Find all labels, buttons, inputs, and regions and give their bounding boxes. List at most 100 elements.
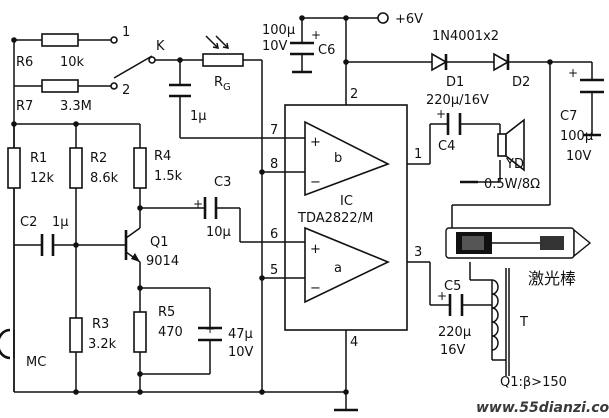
svg-text:+: + bbox=[436, 107, 446, 121]
resistor-r1 bbox=[7, 147, 21, 189]
ic-pin-3: 3 bbox=[414, 245, 422, 260]
ic-pin-7: 7 bbox=[270, 123, 278, 138]
microphone-icon bbox=[0, 328, 15, 360]
cap-47u-value1: 47μ bbox=[228, 327, 253, 342]
r2-ref: R2 bbox=[90, 151, 107, 166]
q1-ref: Q1 bbox=[150, 235, 169, 250]
r3-ref: R3 bbox=[92, 317, 109, 332]
polarity-marks: + + + + + + bbox=[193, 28, 578, 336]
svg-text:+: + bbox=[310, 242, 321, 257]
c6-value1: 100μ bbox=[262, 23, 295, 38]
light-arrows-icon bbox=[205, 35, 229, 49]
svg-text:+: + bbox=[568, 66, 578, 80]
cap-1u-value: 1μ bbox=[190, 109, 207, 124]
ic-pin-2: 2 bbox=[350, 87, 358, 102]
ic-pin-6: 6 bbox=[270, 227, 278, 242]
c7-value2: 10V bbox=[566, 149, 592, 164]
switch-contact-1 bbox=[110, 36, 118, 44]
diode-d2 bbox=[493, 52, 516, 72]
switch-contact-2 bbox=[110, 82, 118, 90]
mc-ref: MC bbox=[26, 355, 46, 370]
transistor-q1 bbox=[124, 227, 141, 263]
c2-value: 1μ bbox=[52, 215, 69, 230]
resistor-r5 bbox=[133, 311, 147, 353]
capacitor-c4 bbox=[446, 113, 462, 135]
r7-ref: R7 bbox=[16, 99, 33, 114]
r7-value: 3.3M bbox=[60, 99, 92, 114]
q1-part: 9014 bbox=[146, 254, 179, 269]
watermark: www.55dianzi.com bbox=[476, 400, 609, 416]
svg-text:−: − bbox=[310, 175, 321, 190]
k-pos1: 1 bbox=[122, 25, 130, 40]
svg-text:+: + bbox=[311, 28, 321, 42]
r4-value: 1.5k bbox=[154, 169, 183, 184]
resistor-r7 bbox=[41, 79, 79, 93]
svg-text:−: − bbox=[310, 281, 321, 296]
r1-ref: R1 bbox=[30, 151, 47, 166]
ic-part: TDA2822/M bbox=[297, 211, 373, 226]
c4-ref: C4 bbox=[438, 139, 455, 154]
k-ref: K bbox=[156, 39, 165, 54]
r1-value: 12k bbox=[30, 171, 55, 186]
ic-pin-5: 5 bbox=[270, 263, 278, 278]
resistor-r6 bbox=[41, 33, 79, 47]
r5-ref: R5 bbox=[158, 305, 175, 320]
resistor-r4 bbox=[133, 147, 147, 189]
c4-value: 220μ/16V bbox=[426, 93, 489, 108]
capacitor-47u bbox=[198, 326, 222, 342]
resistor-rg bbox=[202, 53, 244, 67]
r5-value: 470 bbox=[158, 325, 183, 340]
supply-terminal bbox=[377, 12, 389, 24]
c2-ref: C2 bbox=[20, 215, 37, 230]
supply-label: +6V bbox=[395, 12, 423, 27]
capacitor-c7 bbox=[580, 78, 604, 122]
capacitor-c2 bbox=[40, 234, 55, 256]
resistor-r2 bbox=[69, 147, 83, 189]
r2-value: 8.6k bbox=[90, 171, 119, 186]
diode-part: 1N4001x2 bbox=[432, 29, 499, 44]
k-pos2: 2 bbox=[122, 83, 130, 98]
amp-b bbox=[304, 120, 390, 197]
junction-dots bbox=[11, 15, 553, 395]
svg-text:+: + bbox=[437, 289, 447, 303]
ic-pin-4: 4 bbox=[350, 335, 358, 350]
note-beta: Q1:β>150 bbox=[500, 375, 567, 390]
c3-ref: C3 bbox=[214, 175, 231, 190]
amp-a-label: a bbox=[334, 261, 342, 276]
rg-ref: RG bbox=[214, 75, 231, 93]
capacitor-c5 bbox=[448, 294, 464, 316]
capacitor-1u-top bbox=[169, 83, 191, 98]
switch-common bbox=[148, 56, 156, 64]
svg-text:+: + bbox=[205, 322, 215, 336]
amp-a bbox=[304, 226, 390, 304]
resistor-r3 bbox=[69, 317, 83, 353]
c6-value2: 10V bbox=[262, 39, 288, 54]
ic-ref: IC bbox=[340, 194, 353, 209]
c6-ref: C6 bbox=[318, 43, 335, 58]
transformer-ref: T bbox=[519, 315, 528, 330]
c5-value1: 220μ bbox=[438, 325, 471, 340]
amp-b-label: b bbox=[334, 151, 342, 166]
yd-ref: YD bbox=[505, 157, 524, 172]
c3-value: 10μ bbox=[206, 225, 231, 240]
d1-ref: D1 bbox=[446, 75, 464, 90]
r4-ref: R4 bbox=[154, 149, 171, 164]
c5-value2: 16V bbox=[440, 343, 466, 358]
svg-text:+: + bbox=[310, 135, 321, 150]
transformer-t bbox=[491, 268, 510, 376]
cap-47u-value2: 10V bbox=[228, 345, 254, 360]
c5-ref: C5 bbox=[444, 279, 461, 294]
r3-value: 3.2k bbox=[88, 337, 117, 352]
ic-pin-1: 1 bbox=[414, 147, 422, 162]
diode-d1 bbox=[422, 52, 494, 72]
laser-label: 激光棒 bbox=[528, 269, 576, 288]
c7-value1: 100μ bbox=[560, 129, 593, 144]
ic-pin-8: 8 bbox=[270, 157, 278, 172]
r6-value: 10k bbox=[60, 55, 85, 70]
c7-ref: C7 bbox=[560, 109, 577, 124]
svg-text:+: + bbox=[193, 197, 203, 211]
r6-ref: R6 bbox=[16, 55, 33, 70]
yd-spec: 0.5W/8Ω bbox=[484, 177, 540, 192]
